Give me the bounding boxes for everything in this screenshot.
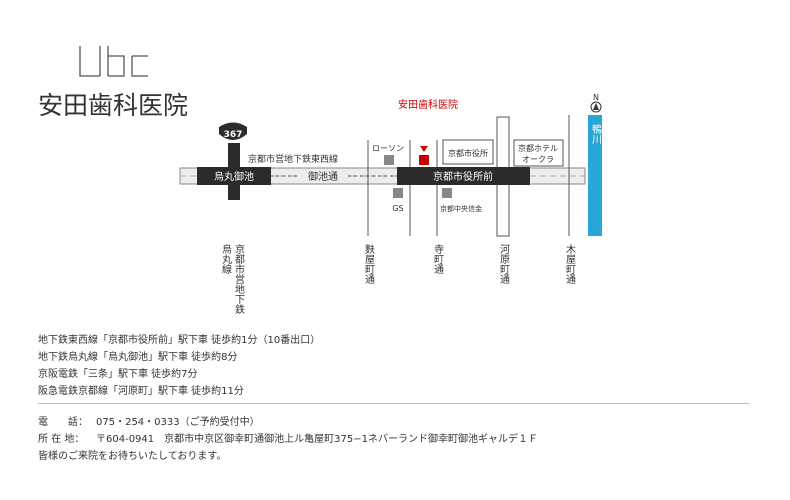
hotel-okura-label-2: オークラ <box>522 155 554 164</box>
direction-item: 阪急電鉄京都線「河原町」駅下車 徒歩約11分 <box>38 386 244 397</box>
address-label: 所 在 地： <box>38 434 85 445</box>
subway-label: 京都市営地下鉄 <box>233 243 245 315</box>
phone-number[interactable]: 075・254・0333（ご予約受付中） <box>96 417 260 428</box>
clinic-pointer-icon <box>420 146 428 152</box>
kawaramachi-street-label: 河原町通 <box>498 244 510 284</box>
kamo-river <box>588 115 602 236</box>
shiyakusho-mae-station <box>397 167 530 185</box>
kiyamachi-street-label: 木屋町通 <box>564 244 576 284</box>
karasuma-oike-station <box>197 167 271 185</box>
shinkin-marker <box>442 188 452 198</box>
address-row: 所 在 地： 〒604-0941 京都市中京区御幸町通御池上ル亀屋町375−1ネバ… <box>38 431 538 448</box>
hotel-okura-label-1: 京都ホテル <box>518 143 558 153</box>
gas-station-marker <box>393 188 403 198</box>
oike-street-label-bg <box>298 170 348 182</box>
karasuma-oike-station-label: 烏丸御池 <box>214 170 254 183</box>
phone-row: 電 話： 075・254・0333（ご予約受付中） <box>38 414 538 431</box>
ydc-logo-mark: ydc <box>79 46 148 77</box>
address-text: 〒604-0941 京都市中京区御幸町通御池上ル亀屋町375−1ネバーランド御幸… <box>96 434 538 445</box>
north-arrow-triangle-icon <box>593 103 599 110</box>
north-label: N <box>593 93 599 102</box>
city-hall-box <box>442 139 494 165</box>
route-367-badge-icon <box>219 122 247 140</box>
shinkin-label: 京都中央信金 <box>440 204 482 213</box>
oike-street-label: 御池通 <box>308 170 338 183</box>
access-map: ydc 安田歯科医院 鴨川 N 367 烏丸御池 京都市役所前 御池通 京都市営… <box>38 46 602 315</box>
clinic-name-logo: 安田歯科医院 <box>38 91 188 120</box>
hotel-okura-box <box>513 139 564 167</box>
direction-item: 地下鉄東西線「京都市役所前」駅下車 徒歩約1分（10番出口） <box>38 335 321 346</box>
kamo-river-label: 鴨川 <box>590 123 602 144</box>
section-divider <box>38 403 749 404</box>
gas-station-label: GS <box>392 204 403 213</box>
teramachi-street-label: 寺町通 <box>432 244 444 274</box>
lawson-marker <box>384 155 394 165</box>
direction-item: 京阪電鉄「三条」駅下車 徒歩約7分 <box>38 369 198 380</box>
karasuma-line-label: 烏丸線 <box>220 243 232 274</box>
phone-label: 電 話： <box>38 417 88 428</box>
contact-info: 電 話： 075・254・0333（ご予約受付中） 所 在 地： 〒604-0941… <box>38 414 538 465</box>
direction-item: 地下鉄烏丸線「烏丸御池」駅下車 徒歩約8分 <box>38 352 238 363</box>
route-367-label: 367 <box>224 130 243 140</box>
welcome-note: 皆様のご来院をお待ちいたしております。 <box>38 451 227 462</box>
clinic-map-label: 安田歯科医院 <box>398 98 458 111</box>
clinic-marker <box>419 155 429 165</box>
shiyakusho-mae-station-label: 京都市役所前 <box>433 170 493 183</box>
tozai-line-label: 京都市営地下鉄東西線 <box>248 153 338 165</box>
lawson-label: ローソン <box>372 144 404 153</box>
city-hall-label: 京都市役所 <box>448 148 488 158</box>
north-arrow-icon <box>590 101 602 113</box>
fuyacho-street-label: 麩屋町通 <box>363 243 375 284</box>
access-directions: 地下鉄東西線「京都市役所前」駅下車 徒歩約1分（10番出口） 地下鉄烏丸線「烏丸… <box>38 332 320 400</box>
